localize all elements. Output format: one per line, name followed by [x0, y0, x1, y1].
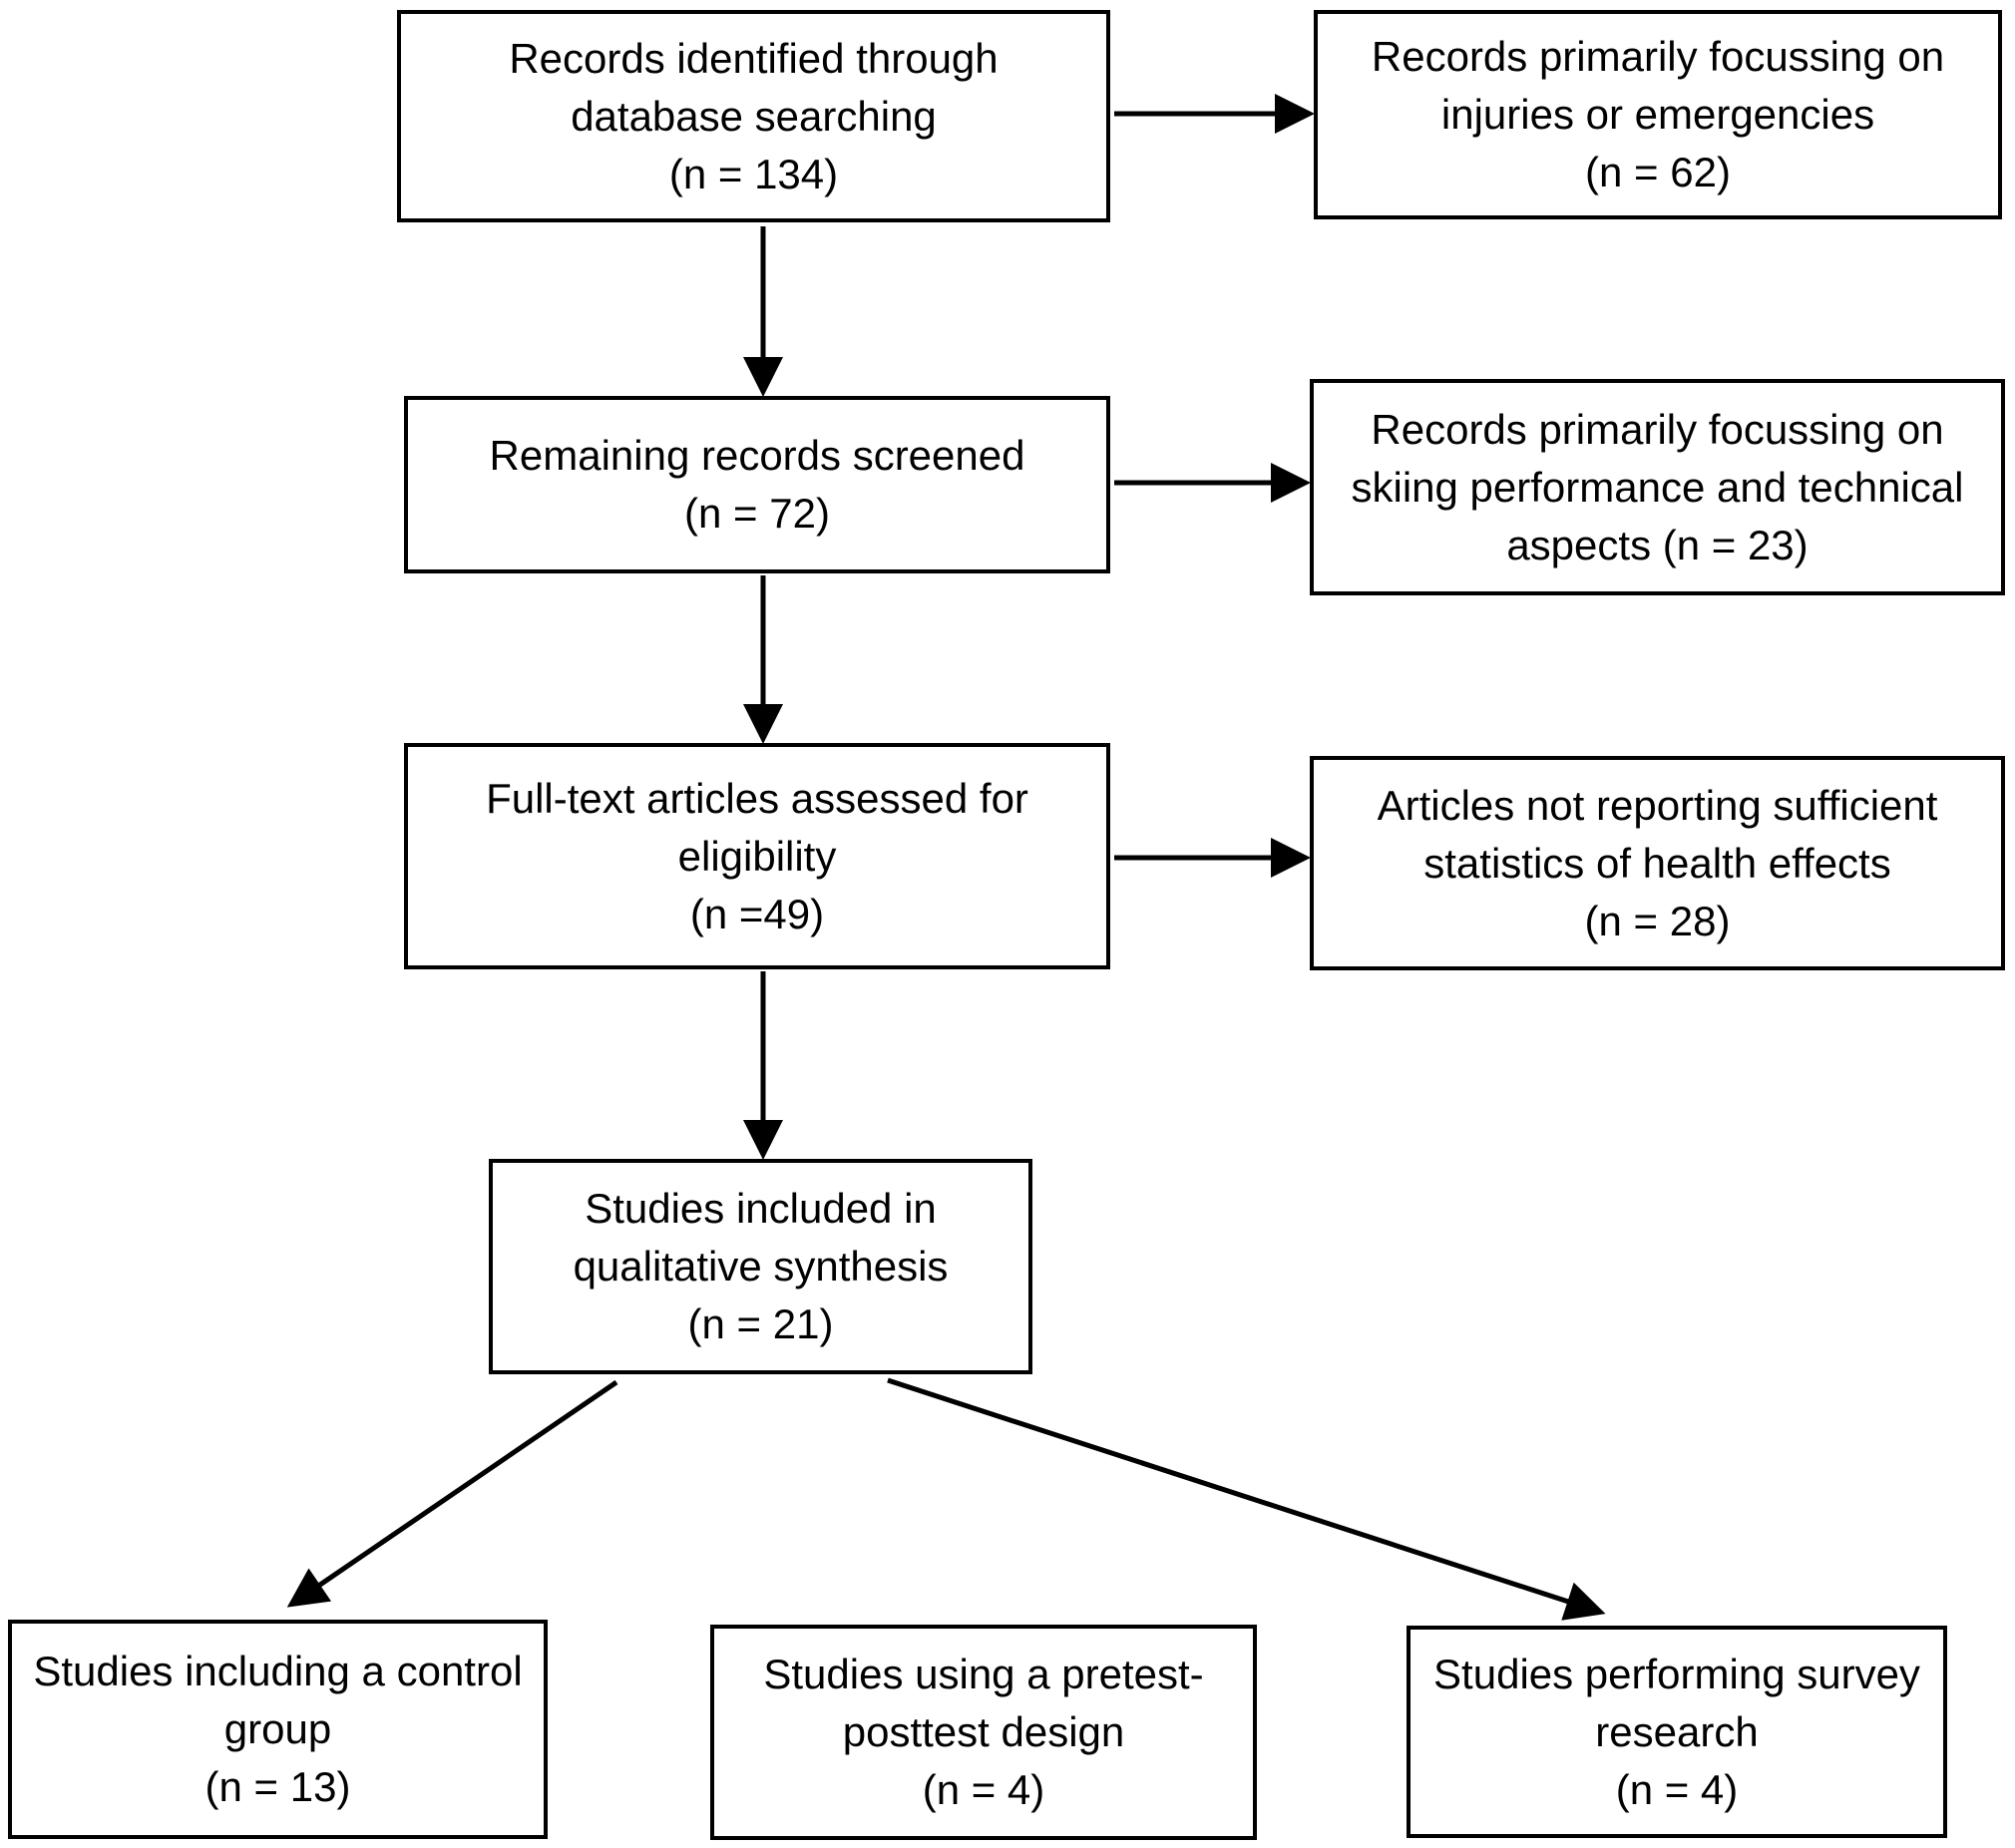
box-remaining-records-screened: Remaining records screened (n = 72) [404, 396, 1110, 573]
box-excluded-injuries-emergencies-text: Records primarily focussing on injuries … [1371, 33, 1945, 195]
box-records-identified-text: Records identified through database sear… [509, 34, 999, 197]
box-fulltext-assessed: Full-text articles assessed for eligibil… [404, 743, 1110, 969]
box-excluded-injuries-emergencies: Records primarily focussing on injuries … [1314, 10, 2002, 219]
box-studies-control-group-text: Studies including a control group (n = 1… [33, 1648, 523, 1810]
box-studies-control-group: Studies including a control group (n = 1… [8, 1620, 548, 1839]
arrow-included-to-control-group [286, 1379, 618, 1608]
box-excluded-insufficient-statistics-text: Articles not reporting sufficient statis… [1377, 781, 1938, 944]
box-remaining-records-screened-text: Remaining records screened (n = 72) [489, 432, 1025, 537]
box-fulltext-assessed-text: Full-text articles assessed for eligibil… [486, 774, 1028, 937]
box-records-identified: Records identified through database sear… [397, 10, 1110, 222]
box-excluded-insufficient-statistics: Articles not reporting sufficient statis… [1310, 756, 2005, 970]
box-studies-pretest-posttest: Studies using a pretest- posttest design… [710, 1625, 1257, 1840]
box-included-qualitative-synthesis-text: Studies included in qualitative synthesi… [573, 1185, 949, 1347]
box-included-qualitative-synthesis: Studies included in qualitative synthesi… [489, 1159, 1032, 1374]
box-studies-pretest-posttest-text: Studies using a pretest- posttest design… [763, 1651, 1204, 1813]
box-studies-survey-research-text: Studies performing survey research (n = … [1433, 1650, 1920, 1813]
box-studies-survey-research: Studies performing survey research (n = … [1407, 1626, 1947, 1838]
box-excluded-skiing-performance-text: Records primarily focussing on skiing pe… [1351, 405, 1964, 568]
box-excluded-skiing-performance: Records primarily focussing on skiing pe… [1310, 379, 2005, 595]
arrow-included-to-survey-research [887, 1377, 1606, 1621]
